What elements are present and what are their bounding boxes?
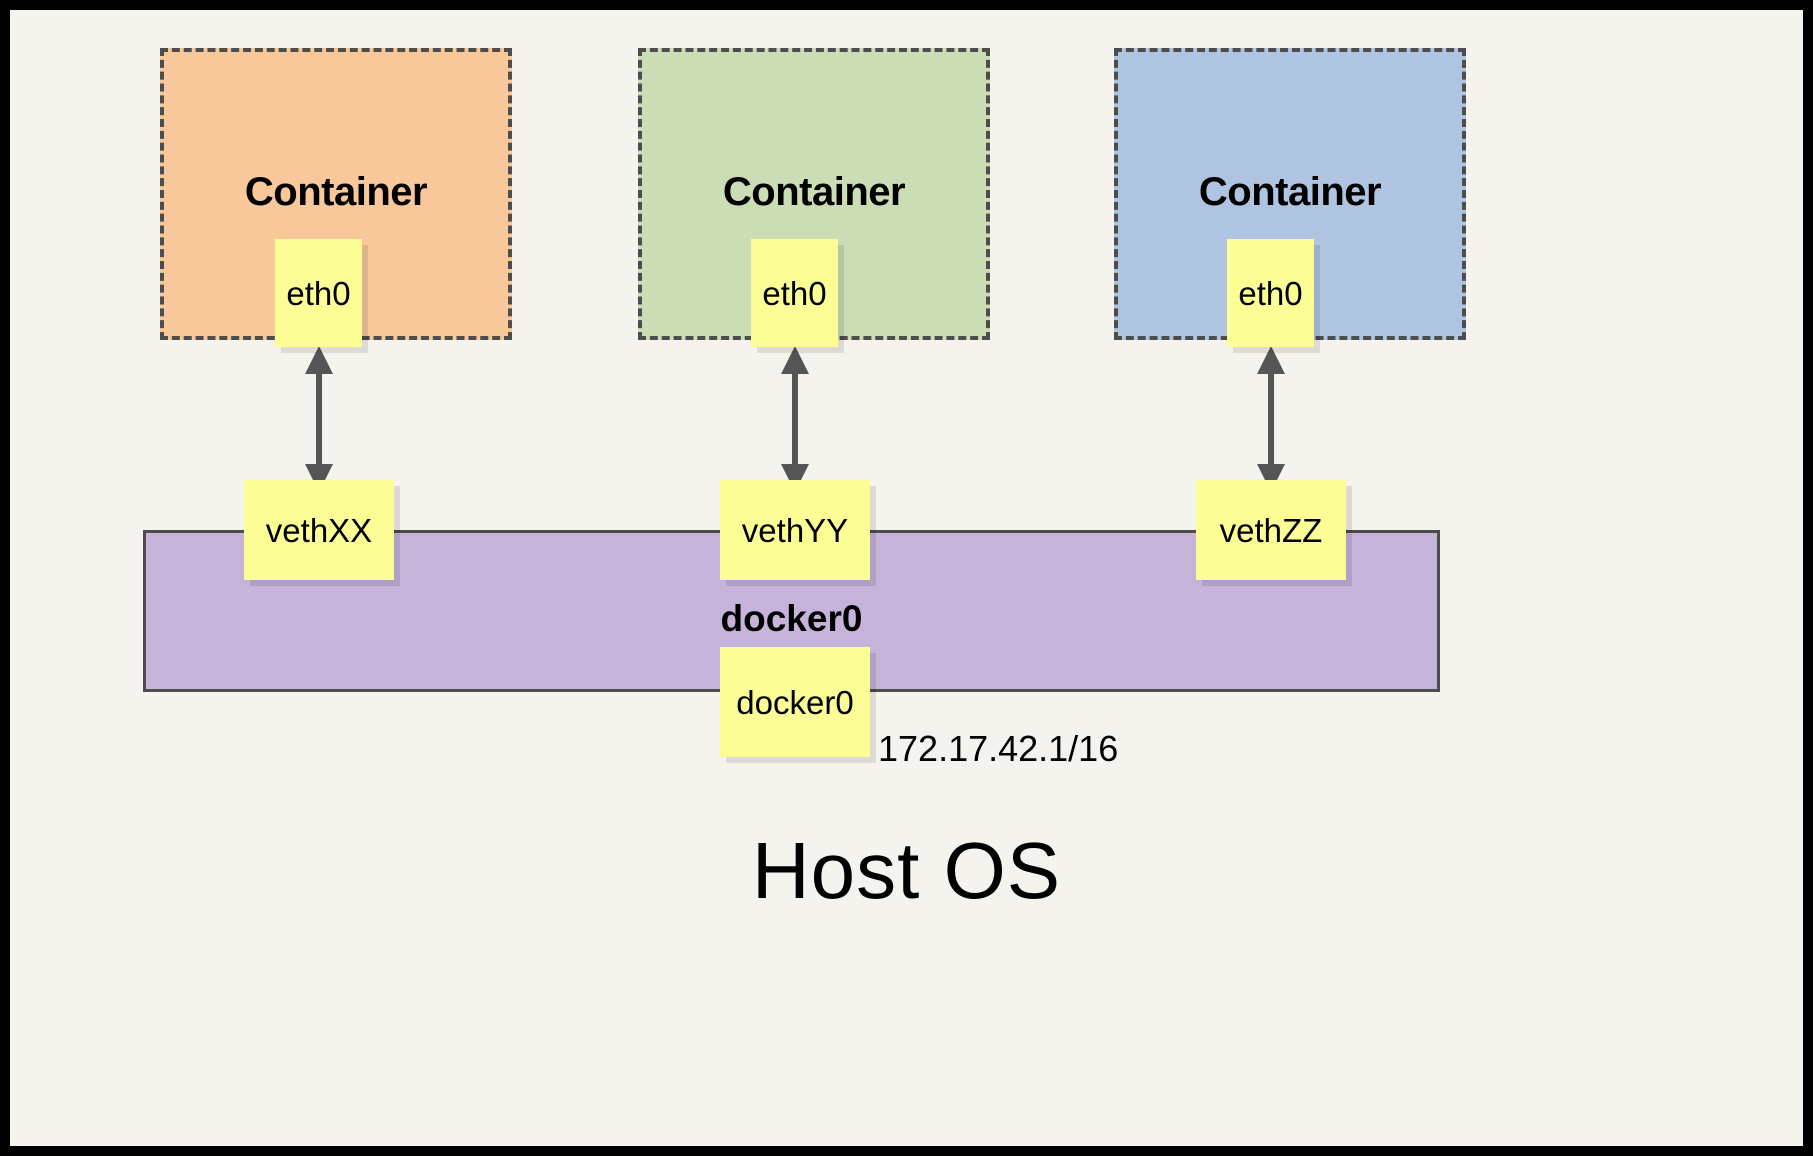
- diagram-inner-surface: Container eth0 vethXX Container eth0 vet…: [10, 10, 1803, 1146]
- docker0-bridge-label: docker0: [720, 598, 863, 639]
- link-arrow-1: [305, 346, 333, 492]
- docker0-interface-note: docker0: [720, 647, 870, 757]
- container-label-3: Container: [1198, 170, 1382, 214]
- veth-note-2: vethYY: [720, 480, 870, 580]
- veth-label-3: vethZZ: [1219, 511, 1323, 549]
- eth0-note-1: eth0: [275, 239, 362, 347]
- eth0-note-3: eth0: [1227, 239, 1314, 347]
- eth0-label-3: eth0: [1238, 274, 1303, 312]
- veth-note-3: vethZZ: [1196, 480, 1346, 580]
- container-label-1: Container: [244, 170, 428, 214]
- host-os-label: Host OS: [751, 826, 1062, 915]
- container-label-2: Container: [722, 170, 906, 214]
- veth-label-1: vethXX: [265, 511, 373, 549]
- link-arrow-3: [1257, 346, 1285, 492]
- eth0-note-2: eth0: [751, 239, 838, 347]
- eth0-label-2: eth0: [762, 274, 827, 312]
- docker0-ip-address: 172.17.42.1/16: [878, 728, 1119, 769]
- docker0-interface-label: docker0: [736, 683, 854, 721]
- veth-label-2: vethYY: [741, 511, 849, 549]
- veth-note-1: vethXX: [244, 480, 394, 580]
- link-arrow-2: [781, 346, 809, 492]
- eth0-label-1: eth0: [286, 274, 351, 312]
